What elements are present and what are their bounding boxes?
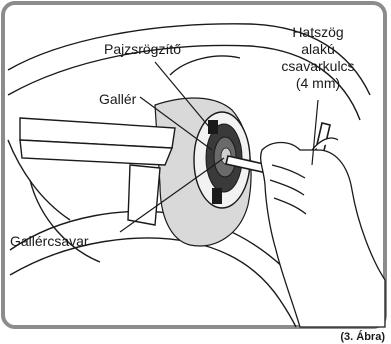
label-collar-screw: Gallércsavar bbox=[10, 233, 89, 249]
label-shield-lock: Pajzsrögzítő bbox=[104, 41, 181, 57]
label-hex-key-line1: Hatszög bbox=[292, 24, 343, 40]
figure-caption: (3. Ábra) bbox=[340, 330, 385, 343]
label-collar: Gallér bbox=[99, 91, 137, 107]
label-hex-key-line3: csavarkulcs bbox=[281, 58, 354, 74]
label-hex-key-line2: alakú bbox=[301, 41, 334, 57]
label-hex-key-line4: (4 mm) bbox=[296, 75, 340, 91]
